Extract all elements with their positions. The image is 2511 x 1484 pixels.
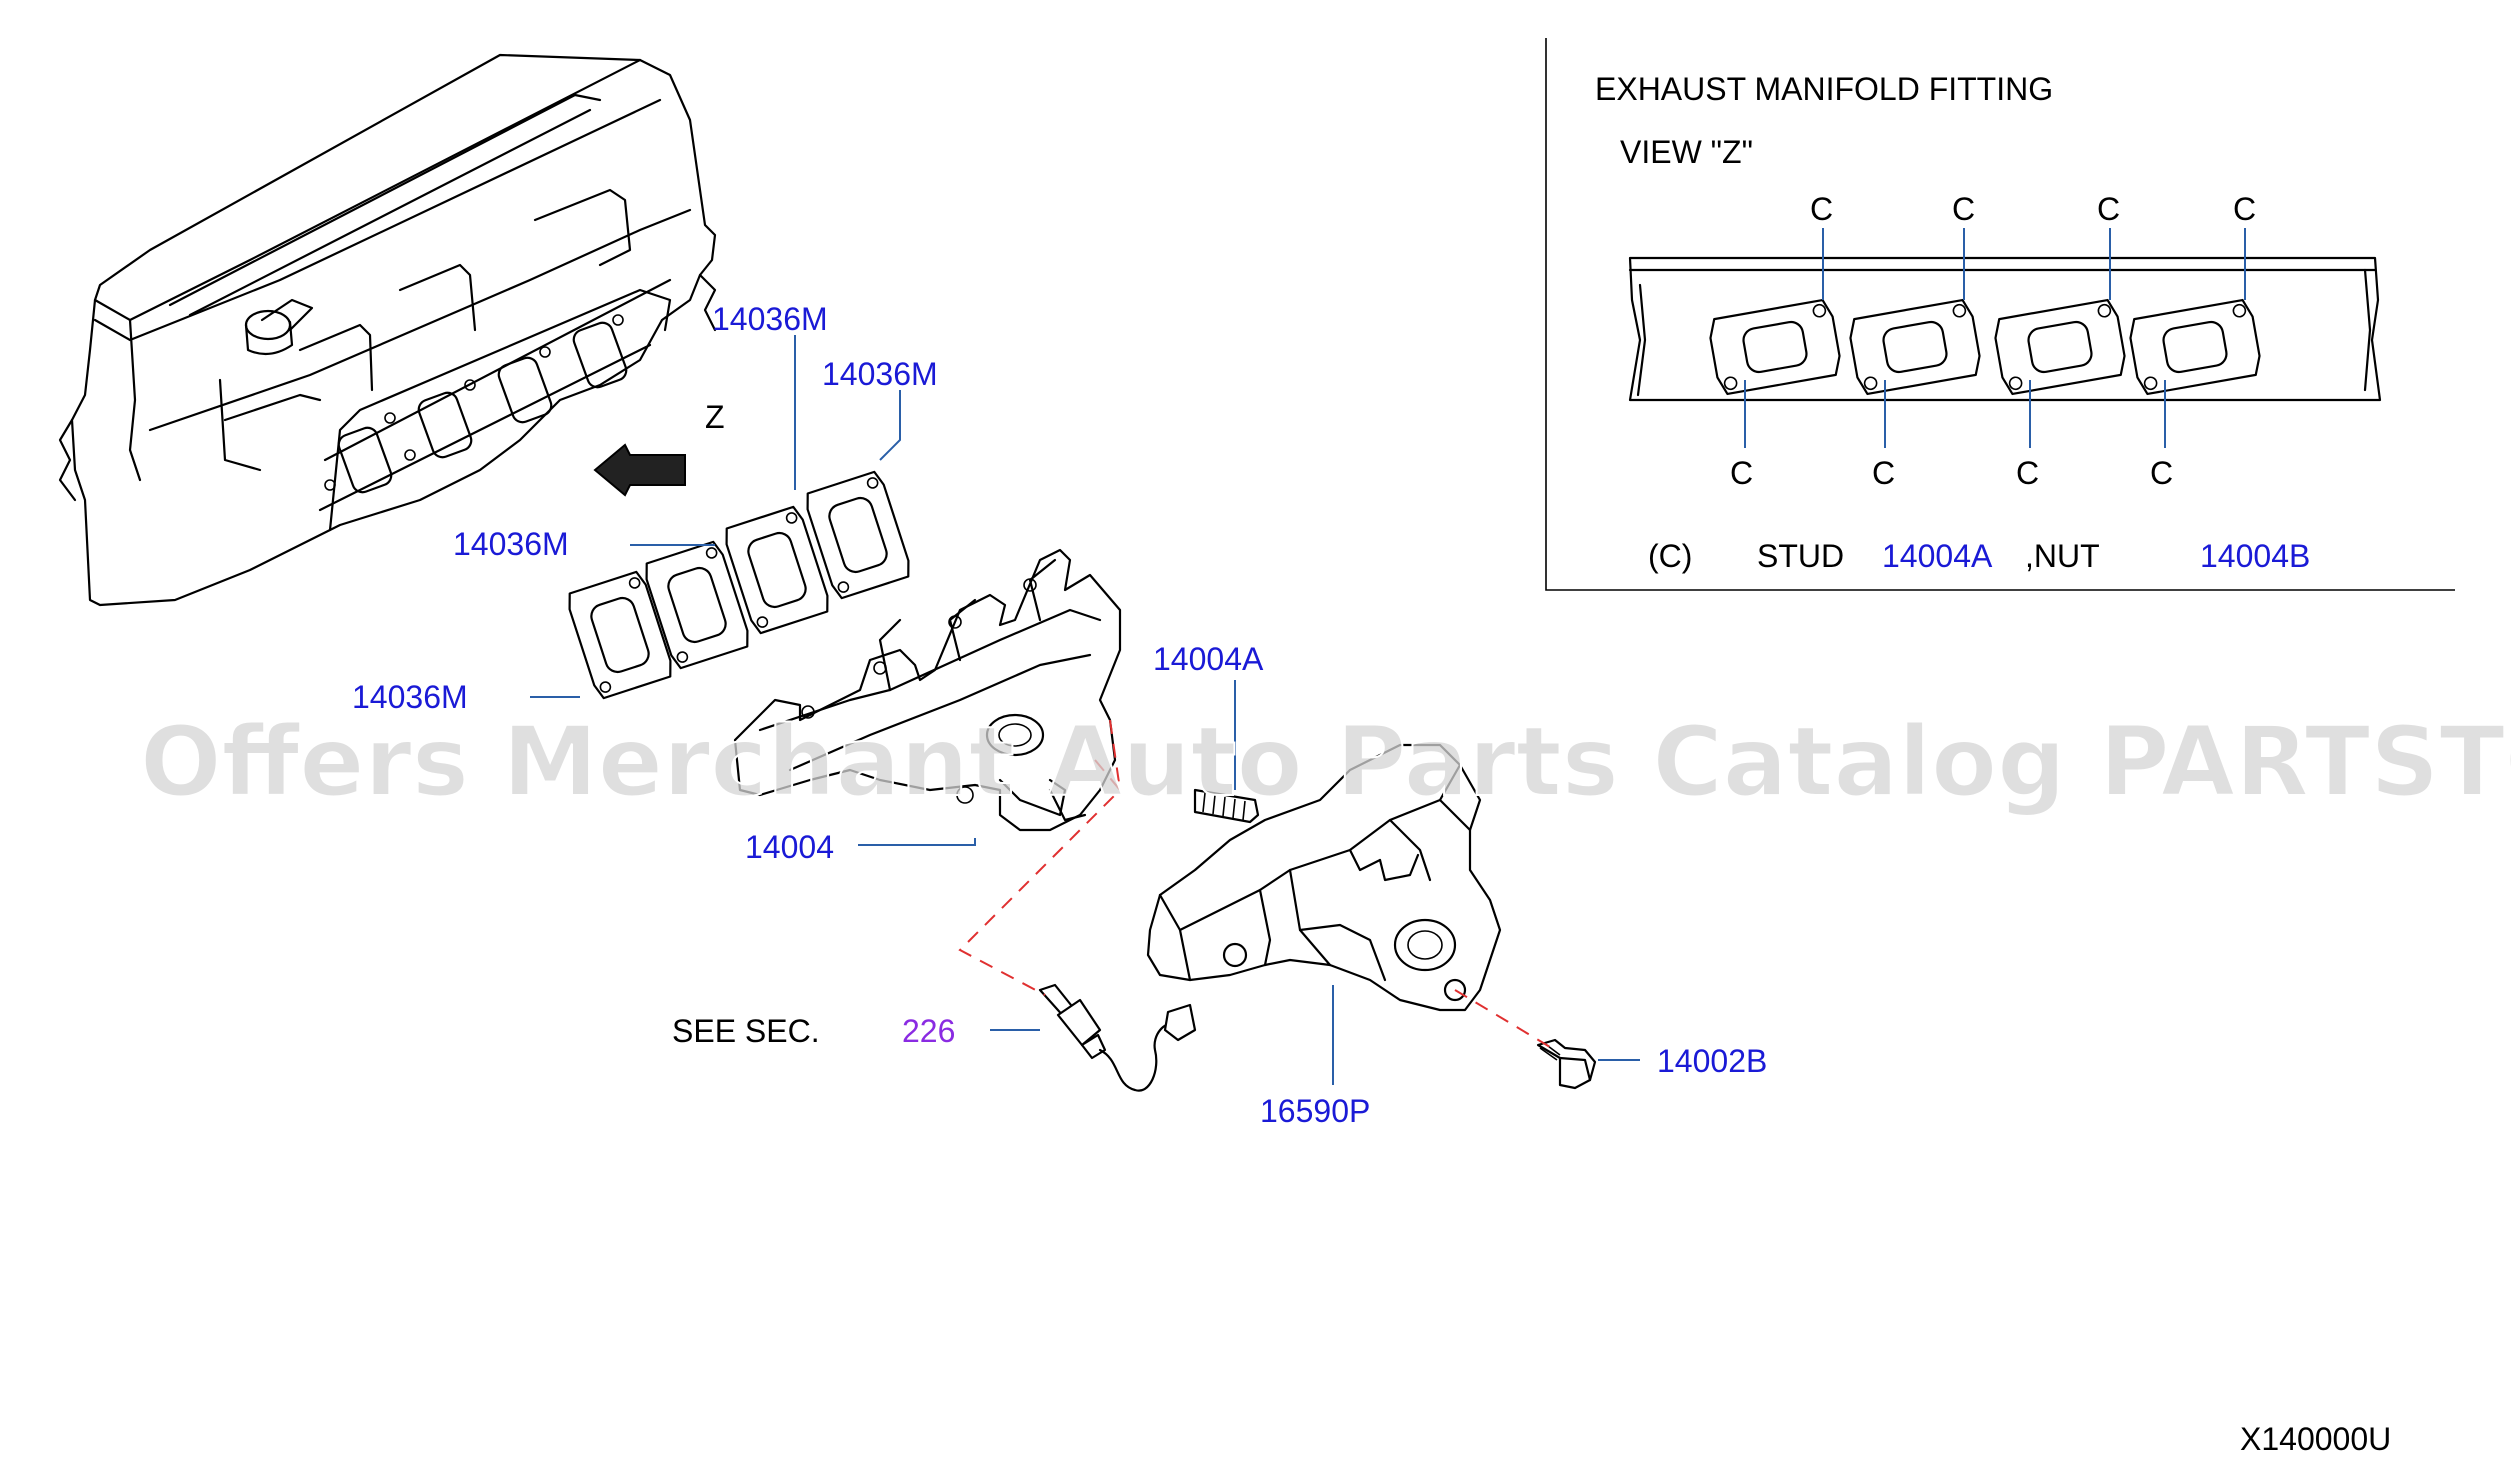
inset-c-marker: C: [1952, 191, 1975, 227]
legend-stud-part[interactable]: 14004A: [1882, 538, 1993, 574]
legend-key: (C): [1648, 538, 1692, 574]
bolt-guide-line: [1454, 989, 1556, 1051]
callout-gasket-14036m[interactable]: 14036M: [453, 526, 569, 562]
watermark-text: Offers Merchant Auto Parts Catalog PARTS…: [140, 706, 2511, 818]
inset-c-marker: C: [1810, 191, 1833, 227]
inset-c-marker: C: [2097, 191, 2120, 227]
legend-nut-part[interactable]: 14004B: [2200, 538, 2310, 574]
exhaust-sensor-illustration: [1038, 983, 1197, 1092]
inset-title: EXHAUST MANIFOLD FITTING: [1595, 71, 2053, 107]
view-z-label: Z: [705, 399, 725, 435]
legend-stud-text: STUD: [1757, 538, 1844, 574]
exhaust-manifold-illustration: [733, 548, 1122, 832]
inset-view-label: VIEW "Z": [1620, 134, 1753, 170]
cylinder-head-illustration: [58, 53, 717, 607]
inset-c-marker: C: [2150, 455, 2173, 491]
heat-shield-illustration: [1146, 743, 1502, 1012]
inset-c-marker: C: [1872, 455, 1895, 491]
legend-nut-text: ,NUT: [2025, 538, 2100, 574]
view-z-arrow: Z: [593, 399, 725, 497]
see-section-text: SEE SEC.: [672, 1013, 820, 1049]
leader-lines: [530, 335, 1640, 1085]
callout-heat-shield-16590p[interactable]: 16590P: [1260, 1093, 1370, 1129]
callout-manifold-14004[interactable]: 14004: [745, 829, 834, 865]
see-section-link[interactable]: 226: [902, 1013, 955, 1049]
sensor-guide-line: [958, 759, 1122, 996]
inset-view-z: EXHAUST MANIFOLD FITTING VIEW "Z": [1545, 38, 2455, 591]
bolt-illustration: [1536, 1038, 1597, 1090]
callout-gasket-14036m[interactable]: 14036M: [352, 679, 468, 715]
diagram-code: X140000U: [2240, 1421, 2391, 1457]
callout-gasket-14036m[interactable]: 14036M: [822, 356, 938, 392]
callout-stud-14004a[interactable]: 14004A: [1153, 641, 1264, 677]
inset-c-marker: C: [1730, 455, 1753, 491]
manifold-guide-line: [1109, 719, 1121, 791]
stud-illustration: [1193, 788, 1260, 824]
callout-bolt-14002b[interactable]: 14002B: [1657, 1043, 1767, 1079]
inset-c-marker: C: [2233, 191, 2256, 227]
inset-c-marker: C: [2016, 455, 2039, 491]
gaskets-illustration: [568, 470, 910, 700]
callout-gasket-14036m[interactable]: 14036M: [712, 301, 828, 337]
